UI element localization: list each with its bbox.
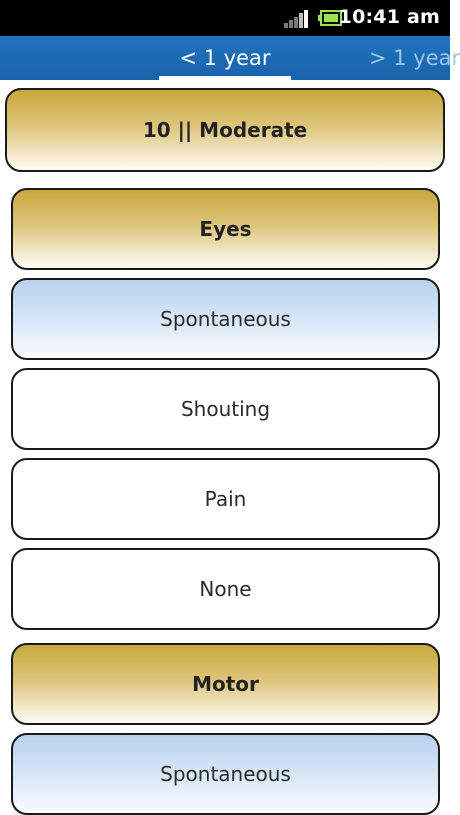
battery-icon [318, 10, 342, 26]
assessment-list[interactable]: 10 || Moderate Eyes Spontaneous Shouting… [0, 80, 450, 815]
eyes-option-none[interactable]: None [11, 548, 440, 630]
tab-under-1-year[interactable]: < 1 year [179, 46, 271, 70]
eyes-option-spontaneous[interactable]: Spontaneous [11, 278, 440, 360]
eyes-option-pain[interactable]: Pain [11, 458, 440, 540]
active-tab-indicator [159, 76, 291, 80]
eyes-option-shouting[interactable]: Shouting [11, 368, 440, 450]
section-header-motor: Motor [11, 643, 440, 725]
signal-icon [284, 10, 308, 28]
tab-over-1-year[interactable]: > 1 year [369, 46, 460, 70]
section-header-eyes: Eyes [11, 188, 440, 270]
status-time: 10:41 am [338, 6, 440, 28]
motor-option-spontaneous[interactable]: Spontaneous [11, 733, 440, 815]
age-tab-bar: < 1 year > 1 year [0, 36, 460, 80]
status-bar: 10:41 am [0, 0, 450, 36]
score-summary: 10 || Moderate [5, 88, 445, 172]
